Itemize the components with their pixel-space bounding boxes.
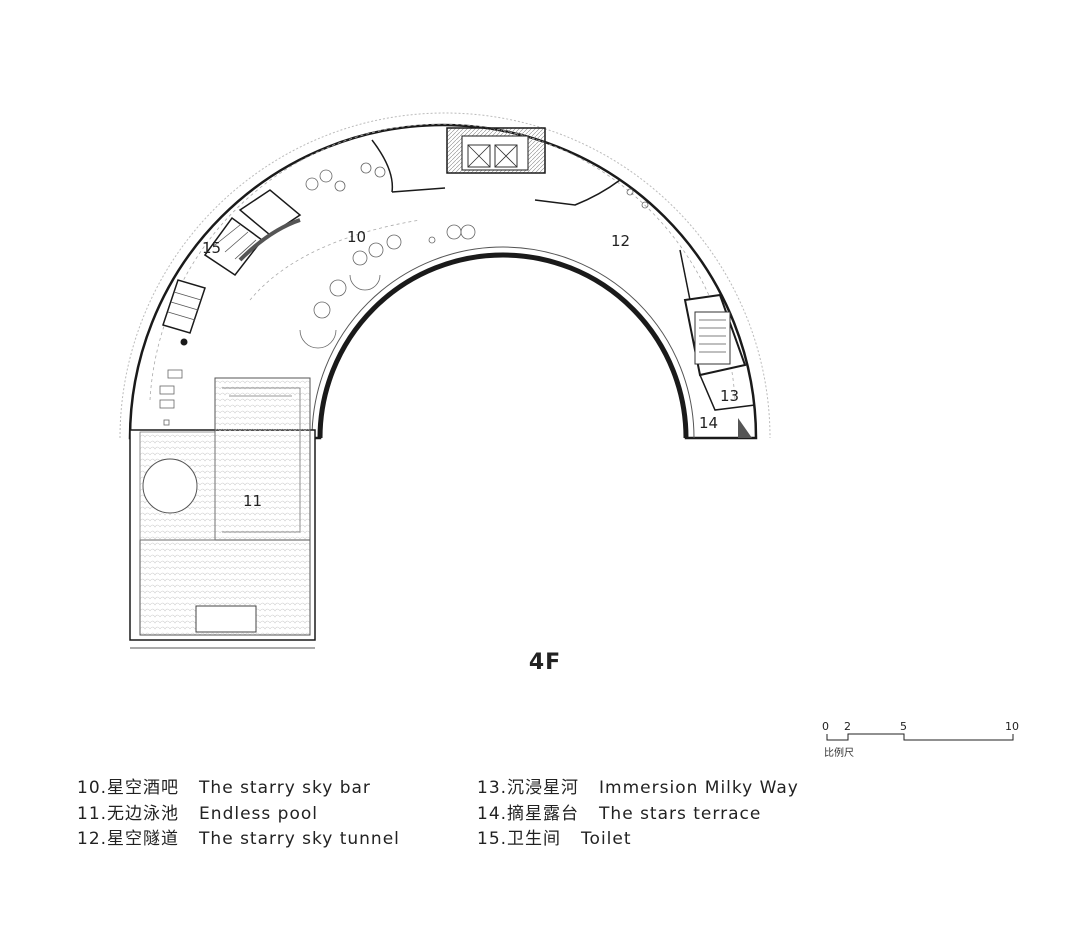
bar-furniture bbox=[159, 162, 649, 426]
legend-item-cn: 13.沉浸星河 bbox=[477, 778, 580, 798]
legend-item: 13.沉浸星河 Immersion Milky Way bbox=[477, 776, 799, 802]
legend-left: 10.星空酒吧 The starry sky bar 11.无边泳池 Endless… bbox=[77, 776, 400, 853]
room-label-12: 12 bbox=[611, 232, 630, 250]
legend-item-cn: 12.星空隧道 bbox=[77, 829, 180, 849]
legend-item-en: The starry sky bar bbox=[199, 778, 371, 798]
west-stair bbox=[162, 279, 206, 346]
legend-item-cn: 10.星空酒吧 bbox=[77, 778, 180, 798]
legend-item-en: Toilet bbox=[581, 829, 632, 849]
legend-item-en: Immersion Milky Way bbox=[599, 778, 799, 798]
legend-item-en: The starry sky tunnel bbox=[199, 829, 400, 849]
scale-label: 比例尺 bbox=[824, 746, 854, 759]
scale-tick-5: 5 bbox=[900, 720, 907, 733]
floor-plan: 10 11 12 13 14 15 bbox=[119, 112, 771, 649]
legend-item-cn: 11.无边泳池 bbox=[77, 803, 180, 824]
scale-tick-0: 0 bbox=[822, 720, 829, 733]
east-stair bbox=[679, 249, 756, 438]
legend-item: 11.无边泳池 Endless pool bbox=[77, 802, 400, 828]
legend-item-cn: 15.卫生间 bbox=[477, 829, 562, 849]
elevator-core bbox=[446, 127, 546, 174]
room-label-10: 10 bbox=[347, 228, 366, 246]
legend-item: 12.星空隧道 The starry sky tunnel bbox=[77, 827, 400, 853]
scale-tick-2: 2 bbox=[844, 720, 851, 733]
pool-area bbox=[129, 377, 316, 649]
legend-item-cn: 14.摘星露台 bbox=[477, 803, 580, 824]
scale-tick-10: 10 bbox=[1005, 720, 1019, 733]
room-label-14: 14 bbox=[699, 414, 718, 432]
scale-bar: 0 2 5 10 比例尺 bbox=[822, 720, 1019, 759]
legend-item-en: Endless pool bbox=[199, 803, 318, 824]
jacuzzi-circle bbox=[142, 458, 198, 514]
scale-bar-line bbox=[826, 733, 1014, 741]
toilet-block bbox=[203, 216, 301, 277]
legend-item: 14.摘星露台 The stars terrace bbox=[477, 802, 799, 828]
room-label-15: 15 bbox=[202, 239, 221, 257]
site-boundary-line bbox=[119, 112, 771, 439]
inner-facade bbox=[317, 252, 689, 439]
legend-item-en: The stars terrace bbox=[599, 803, 762, 824]
room-label-11: 11 bbox=[243, 492, 262, 510]
legend-item: 10.星空酒吧 The starry sky bar bbox=[77, 776, 400, 802]
legend-right: 13.沉浸星河 Immersion Milky Way 14.摘星露台 The st… bbox=[477, 776, 799, 853]
legend-item: 15.卫生间 Toilet bbox=[477, 827, 799, 853]
floor-title: 4F bbox=[528, 650, 562, 675]
room-label-13: 13 bbox=[720, 387, 739, 405]
